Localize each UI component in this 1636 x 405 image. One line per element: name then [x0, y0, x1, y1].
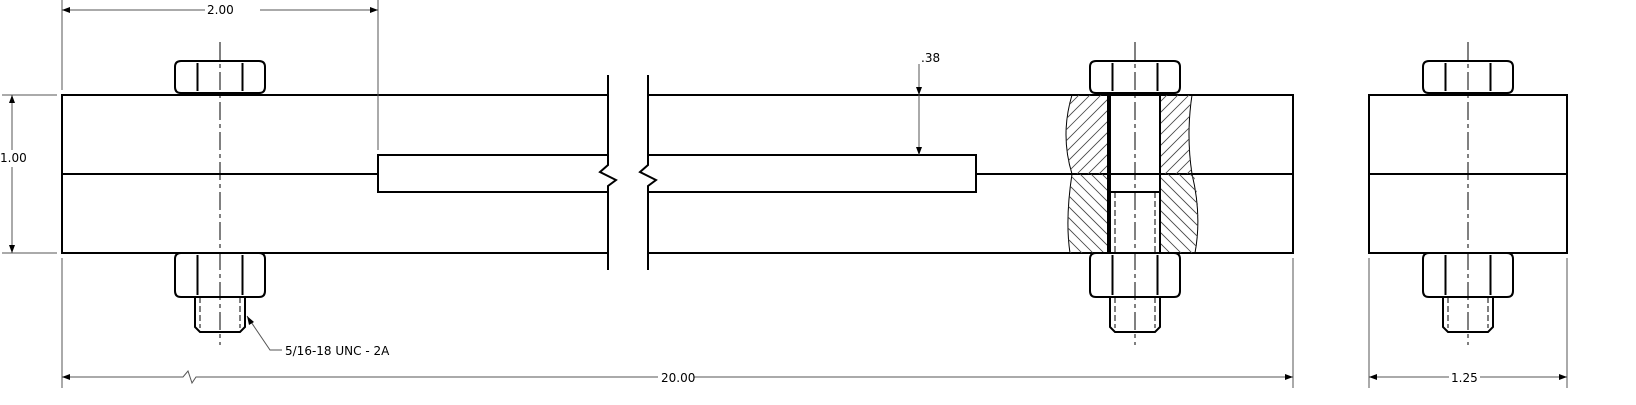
thread-root: [199, 297, 241, 328]
hatch-line: [862, 165, 962, 265]
hex-outline: [1422, 60, 1514, 94]
dimension-text: 2.00: [207, 3, 234, 17]
hatch-line: [1067, 174, 1073, 253]
dimension-text: 1.25: [1451, 371, 1478, 385]
hex-outline: [1089, 252, 1181, 298]
hatch-line: [1066, 95, 1095, 174]
hatch-line: [1066, 95, 1117, 174]
dimension-text: 20.00: [661, 371, 695, 385]
hatch-line: [1114, 174, 1199, 253]
bolt-shank: [1109, 95, 1161, 253]
hatch-line: [851, 165, 951, 265]
dimension-bar-height: 1.00: [0, 94, 57, 254]
hatch-line: [1214, 165, 1314, 265]
hatch-line: [1070, 174, 1172, 253]
dimension-text: 1.00: [0, 151, 27, 165]
hatch-line: [1066, 95, 1106, 174]
thread-root: [1114, 192, 1156, 253]
hatch-line: [1225, 165, 1325, 265]
bolt-end-view: [1422, 42, 1514, 345]
hex-outline: [174, 252, 266, 298]
hatch-line: [1158, 174, 1199, 253]
hatch-line: [1067, 174, 1150, 253]
dimension-text: .38: [921, 51, 940, 65]
hatch-line: [939, 165, 1039, 265]
dimension-slot-depth: .38: [916, 51, 940, 155]
hatch-line: [1125, 174, 1199, 253]
hatch-line: [1103, 174, 1199, 253]
hatch-line: [1136, 174, 1199, 253]
hatch-line: [928, 165, 1028, 265]
hatch-line: [1081, 174, 1183, 253]
slot: [377, 154, 977, 193]
break-line-left: [598, 75, 618, 270]
hatch-line: [1158, 95, 1192, 174]
hatch-line: [1147, 95, 1192, 174]
hatch-line: [873, 165, 973, 265]
dimension-overall-length: 20.00: [61, 258, 1294, 388]
hatch-line: [1191, 174, 1199, 253]
hatch-line: [1067, 174, 1128, 253]
hatch-line: [895, 165, 995, 265]
hatch-line: [1169, 95, 1192, 174]
hatch-line: [840, 165, 940, 265]
hatch-line: [1147, 174, 1199, 253]
hatch-line: [1067, 174, 1117, 253]
hatch-line: [917, 165, 1017, 265]
hex-outline: [1422, 252, 1514, 298]
hex-outline: [1089, 60, 1181, 94]
thread-root: [1447, 297, 1489, 328]
thread-root: [1114, 297, 1156, 328]
thread-end: [1109, 297, 1161, 333]
hatch-line: [1203, 165, 1303, 265]
hex-outline: [174, 60, 266, 94]
hatch-line: [884, 165, 984, 265]
section-hatch: [840, 94, 1336, 265]
hatch-line: [950, 165, 1050, 265]
hatch-line: [906, 165, 1006, 265]
dimension-slot-offset: 2.00: [61, 0, 379, 150]
hatch-line: [1067, 174, 1106, 253]
dimension-end-width: 1.25: [1368, 258, 1568, 388]
thread-end: [1442, 297, 1494, 333]
hatch-line: [1067, 174, 1095, 253]
hatch-line: [1169, 174, 1199, 253]
thread-callout-text: 5/16-18 UNC - 2A: [285, 344, 390, 358]
hatch-line: [1067, 174, 1139, 253]
thread-callout: 5/16-18 UNC - 2A: [246, 315, 390, 358]
thread-end: [194, 297, 246, 333]
bolt-section: [1089, 42, 1181, 345]
bolt-left: [174, 42, 266, 345]
break-line-right: [638, 75, 658, 270]
hatch-line: [1236, 165, 1336, 265]
